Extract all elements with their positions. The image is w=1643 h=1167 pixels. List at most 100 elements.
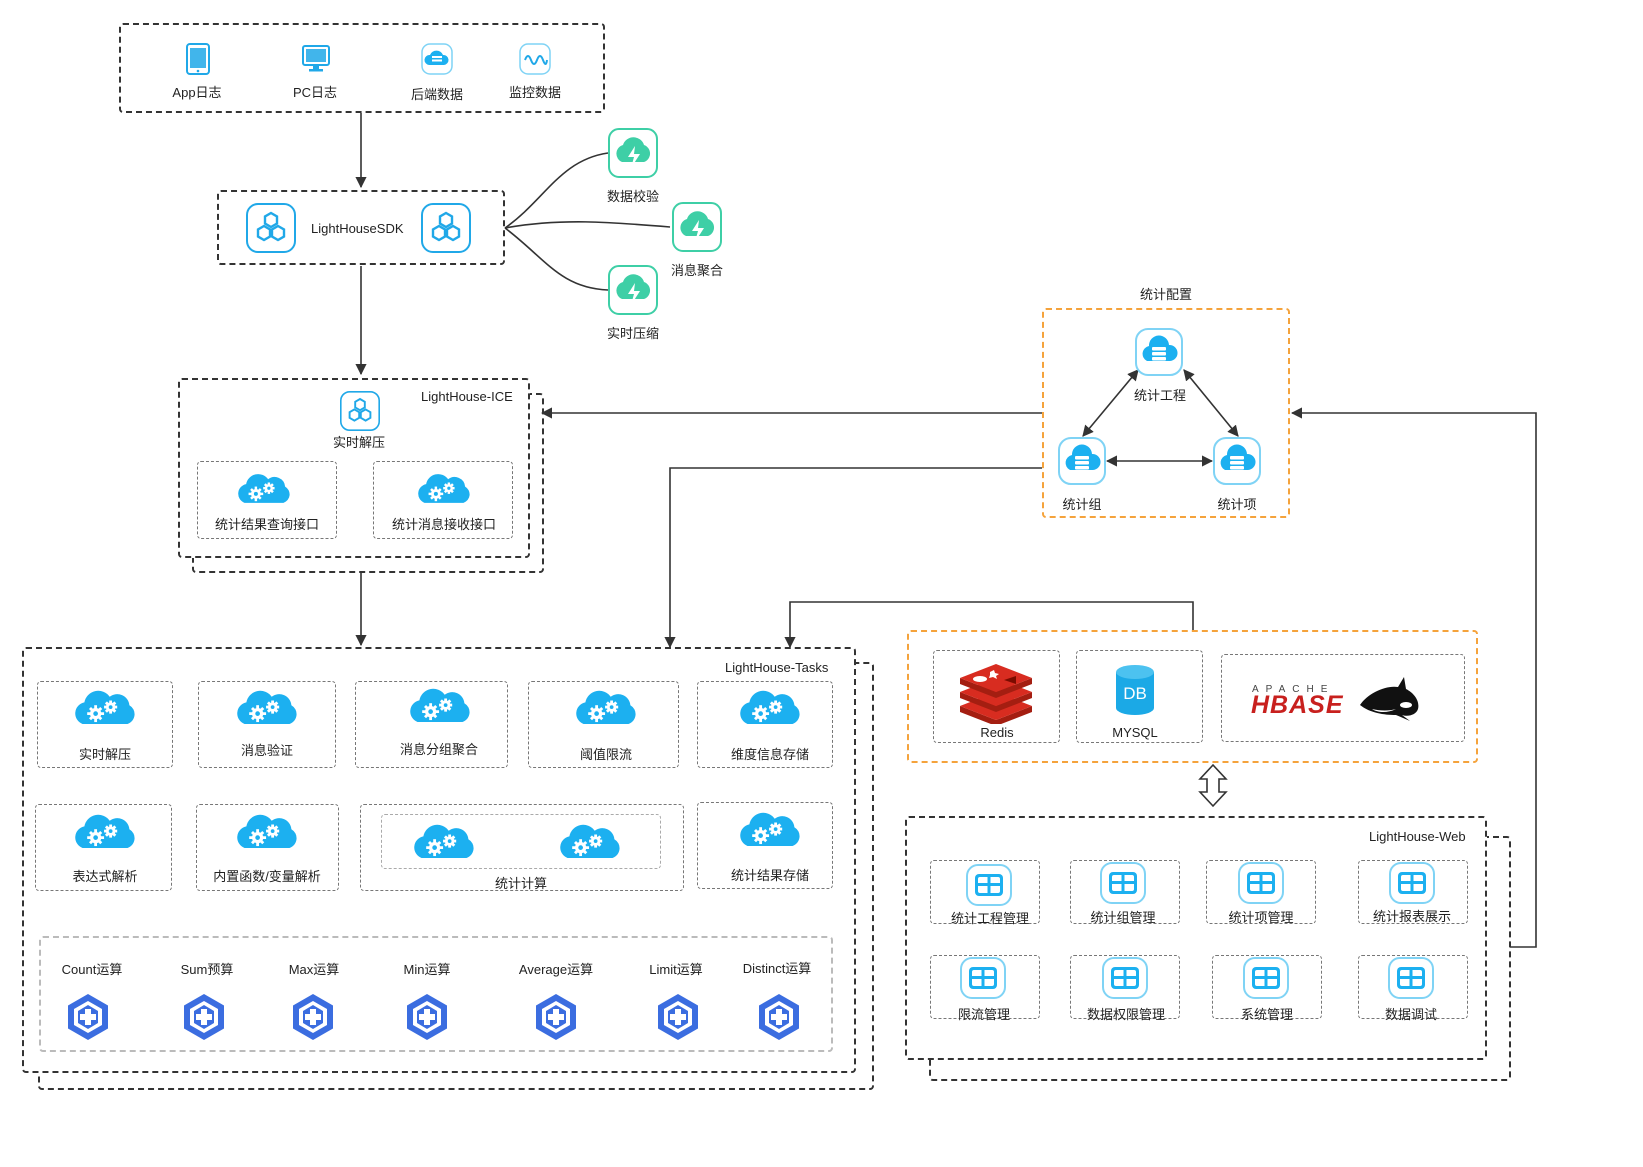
task-card [196,804,339,891]
task-card [198,681,336,768]
sdk-hexagon-icon-right [420,202,472,258]
ice-hexagon-icon [339,390,381,436]
task-label: 统计结果存储 [730,868,810,883]
sdk-label: LightHouseSDK [311,221,404,236]
web-card [1206,860,1316,924]
ice-card-receive-label: 统计消息接收接口 [391,517,497,532]
web-card [1358,955,1468,1019]
sdk-feature-check: 数据校验 [606,189,660,204]
web-label: 统计报表展示 [1372,909,1452,924]
web-panel-icon [1238,862,1284,909]
task-card [355,681,508,768]
op-label: Max运算 [288,962,340,977]
op-hexagon-icon [403,993,451,1046]
ice-title: LightHouse-ICE [421,389,513,404]
tasks-title: LightHouse-Tasks [725,660,829,675]
web-card [1070,860,1180,924]
task-label: 表达式解析 [72,869,138,884]
web-label: 统计工程管理 [950,911,1030,926]
project-cloud-server-icon [1135,328,1183,381]
message-aggregate-icon [672,202,722,257]
sdk-hexagon-icon-left [245,202,297,258]
sdk-box [217,190,505,265]
web-label: 数据权限管理 [1086,1007,1166,1022]
hbase-logo-text: HBASE [1251,691,1344,719]
web-panel-icon [960,957,1006,1004]
ice-card-query-label: 统计结果查询接口 [214,517,320,532]
config-title: 统计配置 [1140,287,1193,302]
web-label: 统计项管理 [1228,910,1294,925]
hbase-card [1221,654,1465,742]
stat-calc-inner [381,814,661,869]
op-label: Min运算 [403,962,451,977]
op-label: Sum预算 [180,962,234,977]
cloud-gear-icon [73,684,136,737]
op-label: Distinct运算 [742,961,812,976]
ice-card-receive [373,461,513,539]
storage-box [907,630,1478,763]
wave-monitor-icon [519,43,551,80]
op-label: Count运算 [61,962,123,977]
group-cloud-server-icon [1058,437,1106,490]
source-label-backend: 后端数据 [410,87,464,102]
task-card [697,802,833,889]
config-box [1042,308,1290,518]
web-box [905,816,1487,1060]
source-label-app: App日志 [172,85,222,100]
data-sources-box [119,23,605,113]
op-hexagon-icon [532,993,580,1046]
web-title: LightHouse-Web [1369,829,1466,844]
task-label: 实时解压 [78,747,132,762]
web-card [930,955,1040,1019]
web-card [930,860,1040,924]
source-label-monitor: 监控数据 [508,85,562,100]
redis-card [933,650,1060,743]
cloud-gear-icon [73,808,136,861]
redis-label: Redis [980,725,1014,740]
web-panel-icon [1388,957,1434,1004]
mysql-label: MYSQL [1112,725,1158,740]
web-card [1070,955,1180,1019]
cloud-gear-icon [235,808,298,861]
op-hexagon-icon [289,993,337,1046]
cloud-gear-icon [408,682,471,735]
item-cloud-server-icon [1213,437,1261,490]
task-label: 内置函数/变量解析 [213,869,321,884]
op-hexagon-icon [64,993,112,1046]
web-label: 限流管理 [957,1007,1011,1022]
task-label: 阈值限流 [579,747,633,762]
task-card [37,681,173,768]
stat-calc-card [360,804,684,891]
cloud-gear-icon [558,818,621,871]
db-icon-text: DB [1123,684,1147,703]
web-label: 数据调试 [1384,1007,1438,1022]
cloud-gear-icon [412,818,475,871]
cloud-gear-icon [416,469,471,514]
ice-card-query [197,461,337,539]
mobile-icon [185,43,211,80]
task-label: 消息分组聚合 [399,742,479,757]
op-hexagon-icon [180,993,228,1046]
web-panel-icon [1243,957,1289,1004]
cloud-gear-icon [738,684,801,737]
sdk-feature-aggregate: 消息聚合 [670,263,724,278]
config-group-label: 统计组 [1062,497,1102,512]
op-hexagon-icon [755,993,803,1046]
cloud-gear-icon [236,469,291,514]
task-label: 维度信息存储 [730,747,810,762]
task-card [528,681,679,768]
ops-container [39,936,833,1052]
cloud-server-icon [421,43,453,80]
ice-top-label: 实时解压 [332,435,386,450]
hbase-apache-text: APACHE [1252,684,1335,695]
op-hexagon-icon [654,993,702,1046]
config-item-label: 统计项 [1217,497,1257,512]
task-label: 消息验证 [240,743,294,758]
web-panel-icon [1100,862,1146,909]
web-card [1212,955,1322,1019]
monitor-icon [301,44,331,79]
database-icon [1114,664,1156,721]
realtime-compress-icon [608,265,658,320]
task-card [697,681,833,768]
orca-icon [1358,675,1422,726]
